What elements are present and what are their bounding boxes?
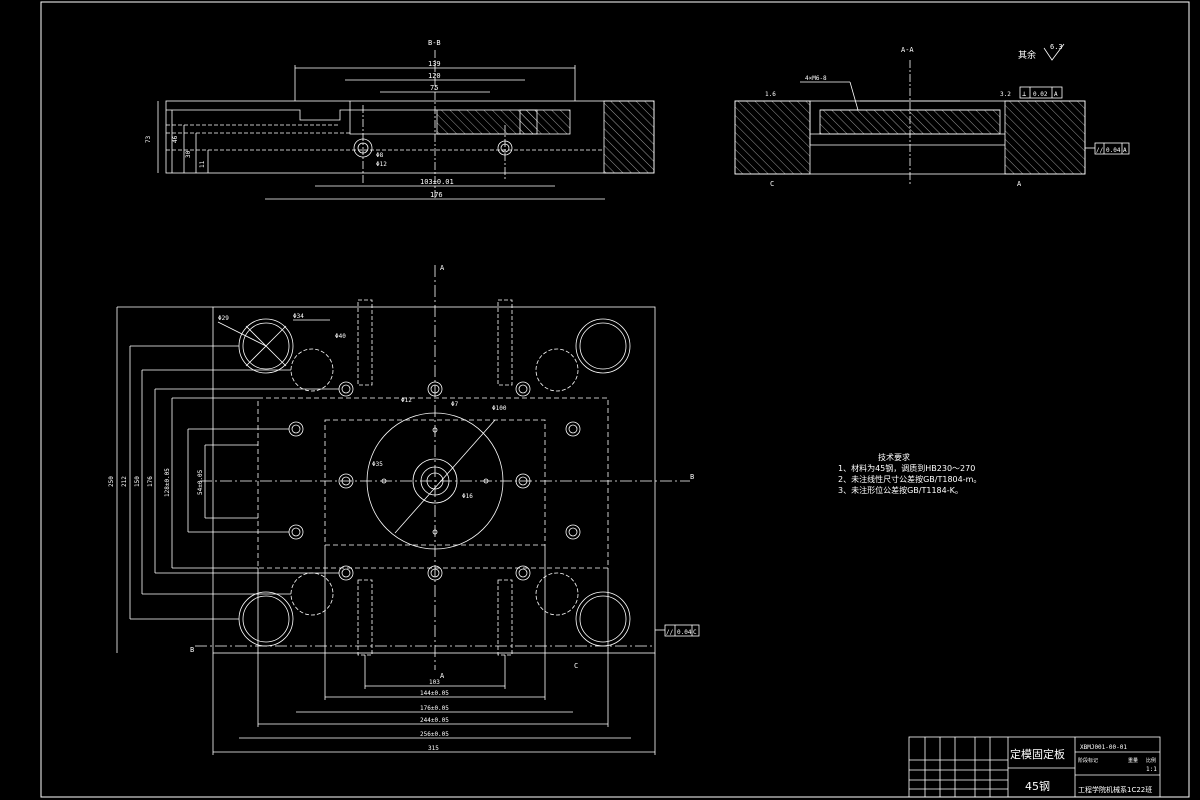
label-dia100: Φ100 bbox=[492, 405, 507, 412]
roughness-value: 6.3 bbox=[1050, 43, 1063, 51]
plate-outline bbox=[212, 306, 656, 654]
svg-text:0.04: 0.04 bbox=[1106, 147, 1121, 154]
dim-139: 139 bbox=[428, 60, 441, 68]
guide-bore-bl bbox=[238, 591, 294, 647]
material: 45钢 bbox=[1025, 780, 1050, 793]
dim-w144: 144±0.05 bbox=[420, 690, 449, 697]
stage-label: 阶段标记 bbox=[1078, 757, 1098, 764]
tech-item-2: 2、未注线性尺寸公差按GB/T1804-m。 bbox=[838, 475, 982, 484]
dim-h212: 212 bbox=[121, 476, 128, 487]
section-arrow-b-right: B bbox=[690, 473, 694, 481]
roughness-3-2: 3.2 bbox=[1000, 91, 1011, 98]
dim-103: 103±0.01 bbox=[420, 178, 454, 186]
dim-dia8-side: Φ8 bbox=[376, 152, 384, 159]
dim-w176: 176±0.05 bbox=[420, 705, 449, 712]
plan-view: A A B B 250 212 150 176 128±0.05 54±0.05 bbox=[108, 264, 700, 755]
view-b-b-label: B-B bbox=[428, 39, 441, 47]
dim-h150: 150 bbox=[134, 476, 141, 487]
drawing-frame bbox=[40, 1, 1190, 798]
svg-text:A: A bbox=[1123, 147, 1127, 154]
svg-text://: // bbox=[1096, 147, 1104, 154]
part-name: 定模固定板 bbox=[1010, 747, 1065, 761]
dim-w244: 244±0.05 bbox=[420, 717, 449, 724]
svg-text:C: C bbox=[693, 629, 697, 636]
dim-h128: 128±0.05 bbox=[164, 468, 171, 497]
svg-text:A: A bbox=[1054, 91, 1058, 98]
label-dia40: Φ40 bbox=[335, 333, 346, 340]
datum-a-label: A bbox=[1017, 180, 1022, 188]
label-dia35: Φ35 bbox=[372, 461, 383, 468]
title-block: 定模固定板 45钢 XBMJ001-00-01 阶段标记 重量 比例 1:1 工… bbox=[908, 736, 1161, 798]
parallelism-frame-bottom: // 0.04 C bbox=[655, 624, 700, 637]
label-dia29: Φ29 bbox=[218, 315, 229, 322]
dim-h54: 54±0.05 bbox=[197, 469, 204, 495]
dim-w103: 103 bbox=[429, 679, 440, 686]
dim-120: 120 bbox=[428, 72, 441, 80]
dim-w315: 315 bbox=[428, 745, 439, 752]
dim-dia12-side: Φ12 bbox=[376, 161, 387, 168]
dim-176: 176 bbox=[430, 191, 443, 199]
thread-note: 4×M6-8 bbox=[805, 75, 827, 82]
section-arrow-b-left: B bbox=[190, 646, 194, 654]
datum-c-plan: C bbox=[574, 662, 578, 670]
label-dia12: Φ12 bbox=[401, 397, 412, 404]
svg-text://: // bbox=[666, 629, 674, 636]
dim-w256: 256±0.05 bbox=[420, 731, 449, 738]
guide-bore-br bbox=[575, 591, 631, 647]
label-dia7: Φ7 bbox=[451, 401, 459, 408]
section-view-a-a: A-A 4×M6-8 1.6 3.2 ⊥ 0.02 A // 0.04 bbox=[734, 43, 1130, 188]
dim-h176: 176 bbox=[147, 476, 154, 487]
roughness-symbol-icon bbox=[1043, 43, 1065, 61]
scale-value: 1:1 bbox=[1146, 766, 1157, 773]
dim-h73: 73 bbox=[145, 135, 152, 143]
tech-item-3: 3、未注形位公差按GB/T1184-K。 bbox=[838, 486, 963, 495]
guide-bore-tr bbox=[575, 318, 631, 374]
svg-text:0.02: 0.02 bbox=[1033, 91, 1048, 98]
section-view-b-b: B-B 139 120 75 103±0.01 176 Φ12 bbox=[145, 39, 655, 200]
parallelism-frame-right: // 0.04 A bbox=[1085, 142, 1130, 155]
roughness-rest-label: 其余 bbox=[1018, 49, 1036, 61]
dim-h30: 30 bbox=[185, 150, 192, 158]
section-arrow-a-top: A bbox=[440, 264, 445, 272]
datum-c-label: C bbox=[770, 180, 774, 188]
tech-item-1: 1、材料为45钢，调质到HB230～270 bbox=[838, 464, 976, 473]
school-name: 工程学院机械系1C22班 bbox=[1078, 785, 1152, 794]
dim-h46: 46 bbox=[172, 135, 179, 143]
view-a-a-label: A-A bbox=[901, 46, 914, 54]
perpendicularity-frame: ⊥ 0.02 A bbox=[1019, 86, 1063, 99]
dim-h11: 11 bbox=[199, 160, 206, 168]
tech-title: 技术要求 bbox=[878, 453, 910, 462]
tech-requirements: 技术要求 1、材料为45钢，调质到HB230～270 2、未注线性尺寸公差按GB… bbox=[838, 452, 1088, 496]
dim-75: 75 bbox=[430, 84, 438, 92]
weight-label: 重量 bbox=[1128, 757, 1138, 764]
label-dia16: Φ16 bbox=[462, 493, 473, 500]
svg-text:0.04: 0.04 bbox=[677, 629, 692, 636]
roughness-1-6: 1.6 bbox=[765, 91, 776, 98]
svg-text:⊥: ⊥ bbox=[1022, 90, 1026, 98]
drawing-number: XBMJ001-00-01 bbox=[1080, 744, 1127, 751]
dim-h250: 250 bbox=[108, 476, 115, 487]
label-dia34: Φ34 bbox=[293, 313, 304, 320]
section-arrow-a-bottom: A bbox=[440, 672, 445, 680]
scale-label: 比例 bbox=[1146, 757, 1156, 764]
